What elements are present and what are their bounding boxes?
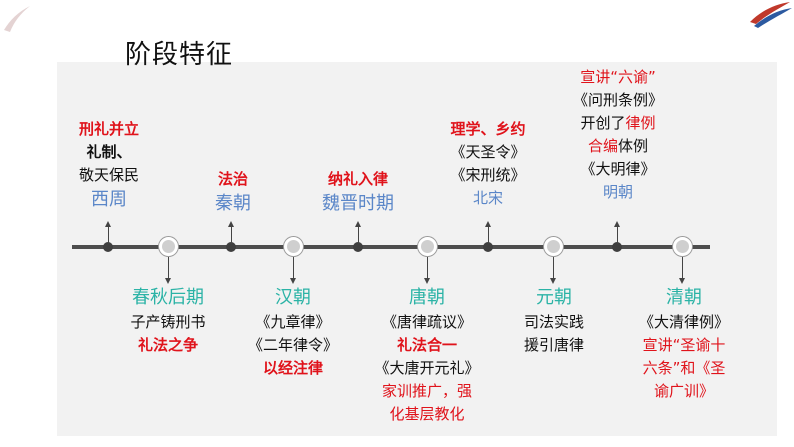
timeline-node-yuan — [544, 237, 563, 256]
timeline-point-xizhou — [103, 242, 113, 252]
text-chunqiu-2: 礼法之争 — [137, 336, 198, 354]
era-qin: 秦朝 — [215, 193, 251, 214]
text-ming-4-post: 体例 — [618, 137, 649, 155]
arrow-yuan — [550, 257, 556, 284]
brush-stroke-decoration-right — [750, 2, 792, 28]
label-group-tang: 唐朝 《唐律疏议》 礼法合一 《大唐开元礼》 家训推广，强 化基层教化 — [362, 285, 492, 426]
text-qing-3: 六条”和《圣 — [642, 359, 726, 377]
text-qin-1: 法治 — [217, 170, 248, 188]
label-group-ming: 宣讲“六谕” 《问刑条例》 开创了律例 合编体例 《大明律》 明朝 — [560, 66, 676, 204]
arrow-xizhou — [105, 221, 111, 244]
text-han-3: 以经注律 — [262, 359, 323, 377]
label-group-weijin: 纳礼入律 魏晋时期 — [303, 168, 413, 217]
arrow-tang — [424, 257, 430, 284]
label-group-han: 汉朝 《九章律》 《二年律令》 以经注律 — [240, 285, 346, 380]
timeline-point-qin — [226, 242, 236, 252]
era-ming: 明朝 — [602, 183, 633, 201]
text-han-1: 《九章律》 — [255, 313, 331, 331]
text-ming-3-red: 律例 — [625, 114, 656, 132]
text-xizhou-1: 刑礼并立 — [78, 120, 139, 138]
text-ming-2: 《问刑条例》 — [572, 91, 663, 109]
label-group-qing: 清朝 《大清律例》 宣讲“圣谕十 六条”和《圣 谕广训》 — [624, 285, 744, 403]
text-ming-3-pre: 开创了 — [580, 114, 626, 132]
era-chunqiu: 春秋后期 — [132, 287, 204, 308]
arrow-qing — [679, 257, 685, 284]
text-tang-2: 礼法合一 — [396, 336, 457, 354]
text-tang-4: 家训推广，强 — [381, 382, 472, 400]
text-tang-3: 《大唐开元礼》 — [374, 359, 480, 377]
arrow-beisong — [485, 221, 491, 244]
timeline-node-tang — [418, 237, 437, 256]
text-han-2: 《二年律令》 — [247, 336, 338, 354]
arrow-han — [290, 257, 296, 284]
arrow-ming — [614, 221, 620, 244]
text-yuan-2: 援引唐律 — [523, 336, 584, 354]
arrow-chunqiu — [165, 257, 171, 284]
text-beisong-2: 《天圣令》 — [450, 143, 526, 161]
text-ming-3: 开创了律例 — [560, 112, 676, 135]
era-weijin: 魏晋时期 — [322, 193, 394, 214]
text-qing-4: 谕广训》 — [653, 382, 714, 400]
text-beisong-1: 理学、乡约 — [450, 120, 526, 138]
text-ming-4-red: 合编 — [587, 137, 618, 155]
label-group-beisong: 理学、乡约 《天圣令》 《宋刑统》 北宋 — [432, 118, 544, 210]
text-yuan-1: 司法实践 — [523, 313, 584, 331]
label-group-qin: 法治 秦朝 — [194, 168, 272, 217]
label-group-chunqiu: 春秋后期 子产铸刑书 礼法之争 — [113, 285, 223, 357]
page-title: 阶段特征 — [125, 40, 234, 70]
timeline-point-beisong — [483, 242, 493, 252]
timeline-node-chunqiu — [159, 237, 178, 256]
text-tang-1: 《唐律疏议》 — [381, 313, 472, 331]
arrow-weijin — [355, 221, 361, 244]
label-group-xizhou: 刑礼并立 礼制、 敬天保民 西周 — [58, 118, 160, 213]
era-beisong: 北宋 — [472, 189, 503, 207]
text-chunqiu-1: 子产铸刑书 — [130, 313, 206, 331]
text-qing-1: 《大清律例》 — [638, 313, 729, 331]
era-yuan: 元朝 — [536, 287, 572, 308]
text-xizhou-2: 礼制、 — [86, 143, 132, 161]
text-beisong-3: 《宋刑统》 — [450, 166, 526, 184]
arrow-qin — [228, 221, 234, 244]
era-xizhou: 西周 — [91, 189, 127, 210]
text-ming-4: 合编体例 — [560, 135, 676, 158]
label-group-yuan: 元朝 司法实践 援引唐律 — [506, 285, 602, 357]
timeline-node-han — [284, 237, 303, 256]
timeline-node-qing — [673, 237, 692, 256]
text-tang-5: 化基层教化 — [389, 405, 465, 423]
text-xizhou-3: 敬天保民 — [78, 166, 139, 184]
era-tang: 唐朝 — [409, 287, 445, 308]
text-weijin-1: 纳礼入律 — [327, 170, 388, 188]
text-qing-2: 宣讲“圣谕十 — [642, 336, 726, 354]
text-ming-1: 宣讲“六谕” — [580, 68, 656, 86]
text-ming-5: 《大明律》 — [580, 160, 656, 178]
timeline-axis — [72, 245, 710, 249]
era-han: 汉朝 — [275, 287, 311, 308]
brush-stroke-decoration-left — [4, 6, 30, 32]
timeline-point-ming — [612, 242, 622, 252]
era-qing: 清朝 — [666, 287, 702, 308]
timeline-point-weijin — [353, 242, 363, 252]
